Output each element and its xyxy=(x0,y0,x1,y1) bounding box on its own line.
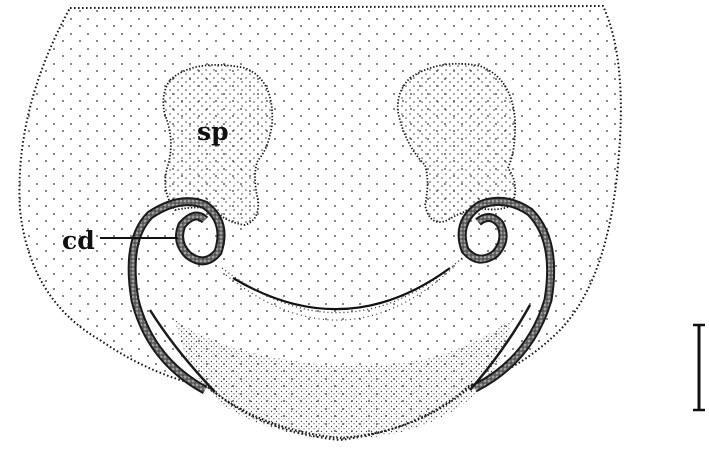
label-sp: sp xyxy=(197,117,229,146)
scale-bar xyxy=(693,325,705,410)
label-cd: cd xyxy=(62,226,95,255)
